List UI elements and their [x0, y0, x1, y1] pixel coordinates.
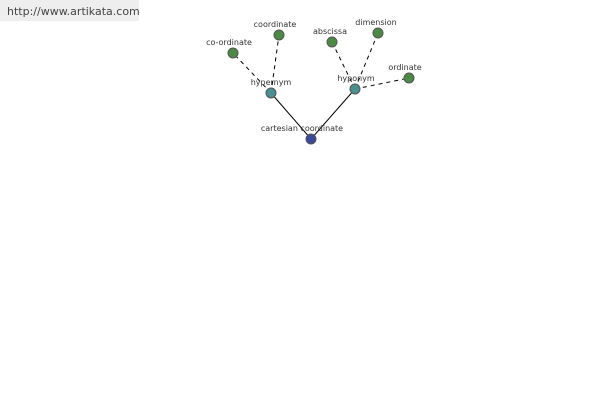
- node-hyponym[interactable]: hyponym: [337, 74, 375, 95]
- node-root-circle[interactable]: [305, 133, 317, 145]
- node-coordinate-circle[interactable]: [273, 29, 285, 41]
- node-dimension-circle[interactable]: [372, 27, 384, 39]
- edge-hyponym-dimension: [354, 32, 379, 90]
- edge-root-hyponym: [310, 88, 356, 140]
- node-co-ordinate[interactable]: co-ordinate: [206, 38, 252, 59]
- node-hypernym[interactable]: hypernym: [251, 78, 292, 99]
- node-dimension-label: dimension: [355, 18, 396, 27]
- node-hyponym-circle[interactable]: [349, 83, 361, 95]
- node-hypernym-label: hypernym: [251, 78, 292, 87]
- node-ordinate[interactable]: ordinate: [388, 63, 422, 84]
- node-abscissa-circle[interactable]: [326, 36, 338, 48]
- edge-hyponym-abscissa: [331, 41, 356, 90]
- node-hypernym-circle[interactable]: [265, 87, 277, 99]
- node-hyponym-label: hyponym: [337, 74, 375, 83]
- edge-hypernym-coordinate: [270, 34, 280, 94]
- node-co-ordinate-circle[interactable]: [227, 47, 239, 59]
- node-co-ordinate-label: co-ordinate: [206, 38, 252, 47]
- edge-hyponym-ordinate: [354, 77, 410, 90]
- node-ordinate-circle[interactable]: [403, 72, 415, 84]
- edge-root-hypernym: [270, 92, 312, 140]
- node-abscissa[interactable]: abscissa: [313, 27, 347, 48]
- node-dimension[interactable]: dimension: [355, 18, 397, 39]
- node-coordinate[interactable]: coordinate: [254, 20, 297, 41]
- node-coordinate-label: coordinate: [254, 20, 297, 29]
- node-root-label: cartesian coordinate: [261, 124, 343, 133]
- edge-hypernym-co-ordinate: [232, 52, 272, 94]
- node-root[interactable]: cartesian coordinate: [261, 124, 343, 145]
- node-ordinate-label: ordinate: [388, 63, 421, 72]
- source-link[interactable]: http://www.artikata.com: [0, 0, 140, 21]
- node-abscissa-label: abscissa: [313, 27, 347, 36]
